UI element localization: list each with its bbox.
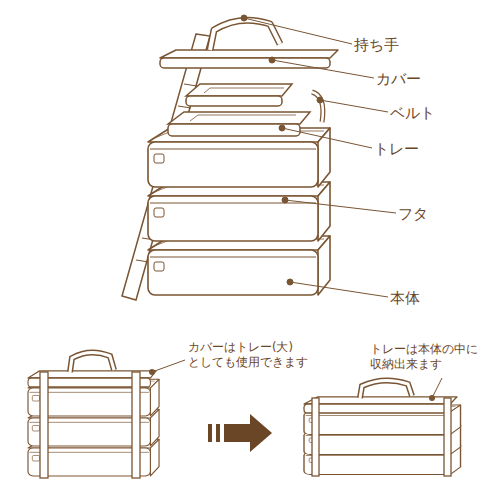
note-text: トレーは本体の中に 収納出来ます [370,342,495,372]
part-label: カバー [376,70,421,88]
nested-stack [304,378,461,476]
note-text: カバーはトレー(大) としても使用できます [188,340,328,370]
part-label: フタ [398,205,428,223]
part-label: トレー [374,140,419,158]
assembled-stack [28,352,185,478]
tray-small [186,84,292,106]
cover [160,20,338,68]
transition-arrow [208,414,272,452]
tray-large [168,112,310,136]
part-label: 本体 [390,289,420,307]
part-label: 持ち手 [354,36,399,54]
leader-lines [241,15,396,297]
part-label: ベルト [390,104,435,122]
